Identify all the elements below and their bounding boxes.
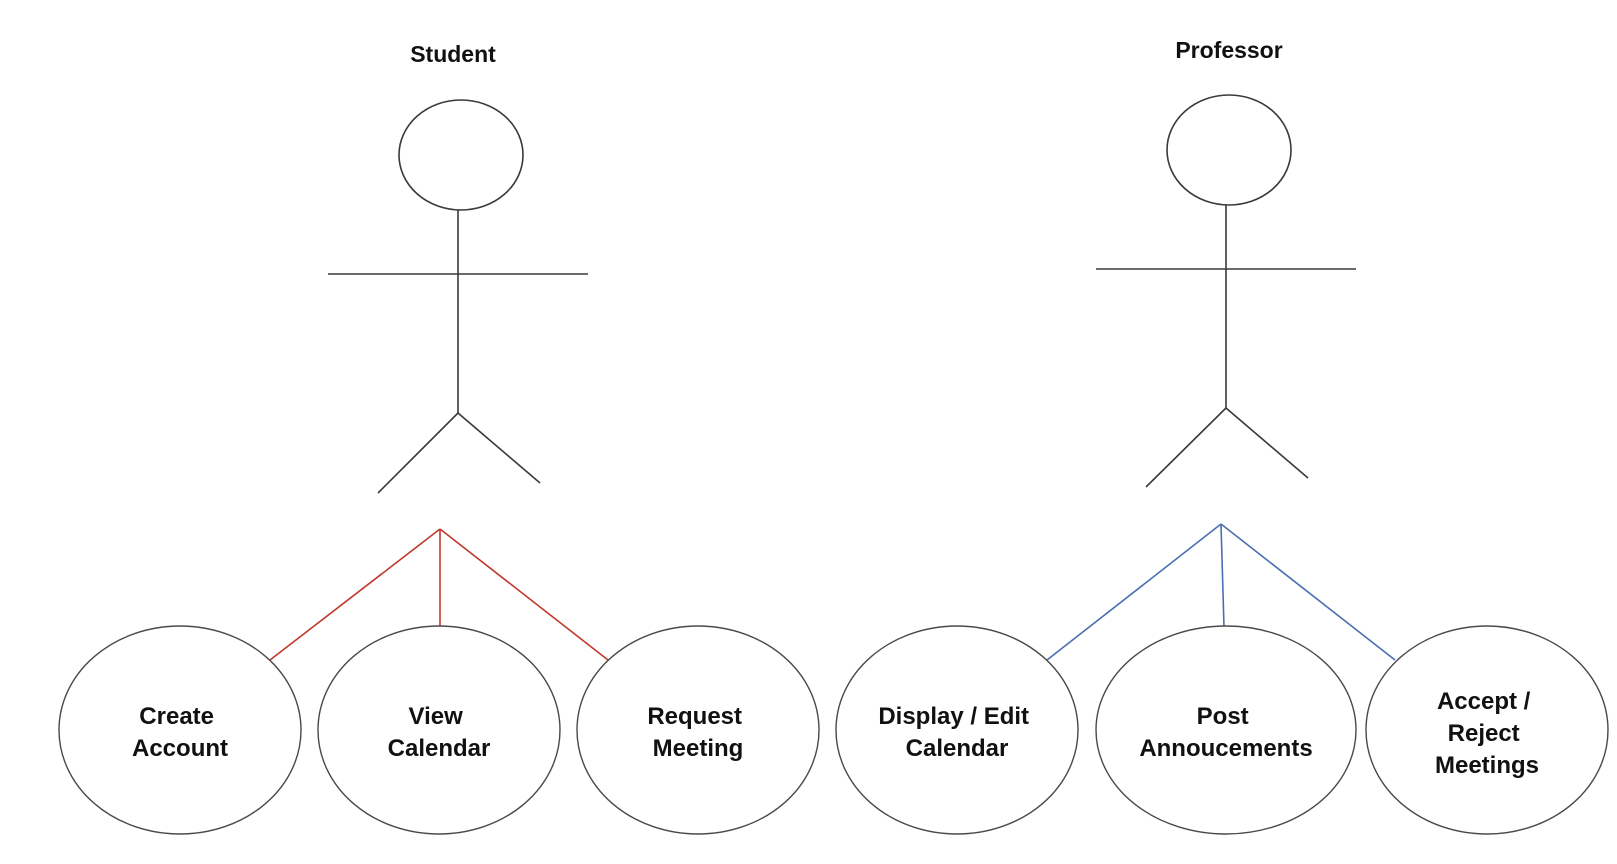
usecase-text-line: Account: [132, 735, 228, 762]
actor-student: Student: [328, 41, 588, 494]
stick-figure-professor-icon: [1096, 94, 1356, 488]
usecase-text-line: Annoucements: [1139, 735, 1312, 762]
usecase-text-line: Meeting: [653, 735, 744, 762]
svg-text:Request Meeting: Request Meeting: [647, 703, 748, 762]
usecase-text-line: Request: [647, 703, 742, 730]
actor-label-professor: Professor: [1175, 37, 1282, 63]
professor-links: [1046, 523, 1396, 661]
usecase-text-line: Create: [139, 703, 214, 730]
actor-label-student: Student: [410, 41, 496, 67]
usecase-request-meeting: Request Meeting: [576, 625, 820, 835]
link-student-create-account: [269, 528, 441, 661]
usecase-view-calendar: View Calendar: [317, 625, 561, 835]
usecase-text-line: Meetings: [1435, 752, 1539, 779]
usecase-text-line: Display / Edit: [878, 703, 1029, 730]
link-professor-accept-reject-meetings: [1220, 523, 1396, 661]
usecase-text-line: Reject: [1448, 720, 1520, 747]
stick-figure-student-icon: [328, 99, 588, 494]
link-student-request-meeting: [439, 528, 609, 661]
usecase-text-line: Post: [1197, 703, 1249, 730]
usecase-text-line: Accept /: [1437, 688, 1531, 715]
svg-text:Create Account: Create Account: [132, 703, 228, 762]
actor-professor: Professor: [1096, 37, 1356, 488]
usecase-post-annoucements: Post Annoucements: [1095, 625, 1357, 835]
usecase-display-edit-calendar: Display / Edit Calendar: [835, 625, 1079, 835]
svg-text:Accept / Reject Me: Accept / Reject Meetings: [1435, 688, 1539, 779]
usecase-accept-reject-meetings: Accept / Reject Meetings: [1365, 625, 1609, 835]
usecase-text-line: Calendar: [906, 735, 1009, 762]
usecase-text-line: View: [409, 703, 464, 730]
usecase-text-line: Calendar: [388, 735, 491, 762]
link-professor-post-annoucements: [1220, 523, 1225, 628]
svg-text:Post Annoucements: Post Annoucements: [1139, 703, 1312, 762]
svg-text:View Calendar: View Calendar: [388, 703, 491, 762]
link-professor-display-edit-calendar: [1046, 523, 1222, 661]
student-links: [269, 528, 609, 661]
usecase-create-account: Create Account: [58, 625, 302, 835]
svg-text:Display / Edit Calendar: Display / Edit Calendar: [878, 703, 1035, 762]
